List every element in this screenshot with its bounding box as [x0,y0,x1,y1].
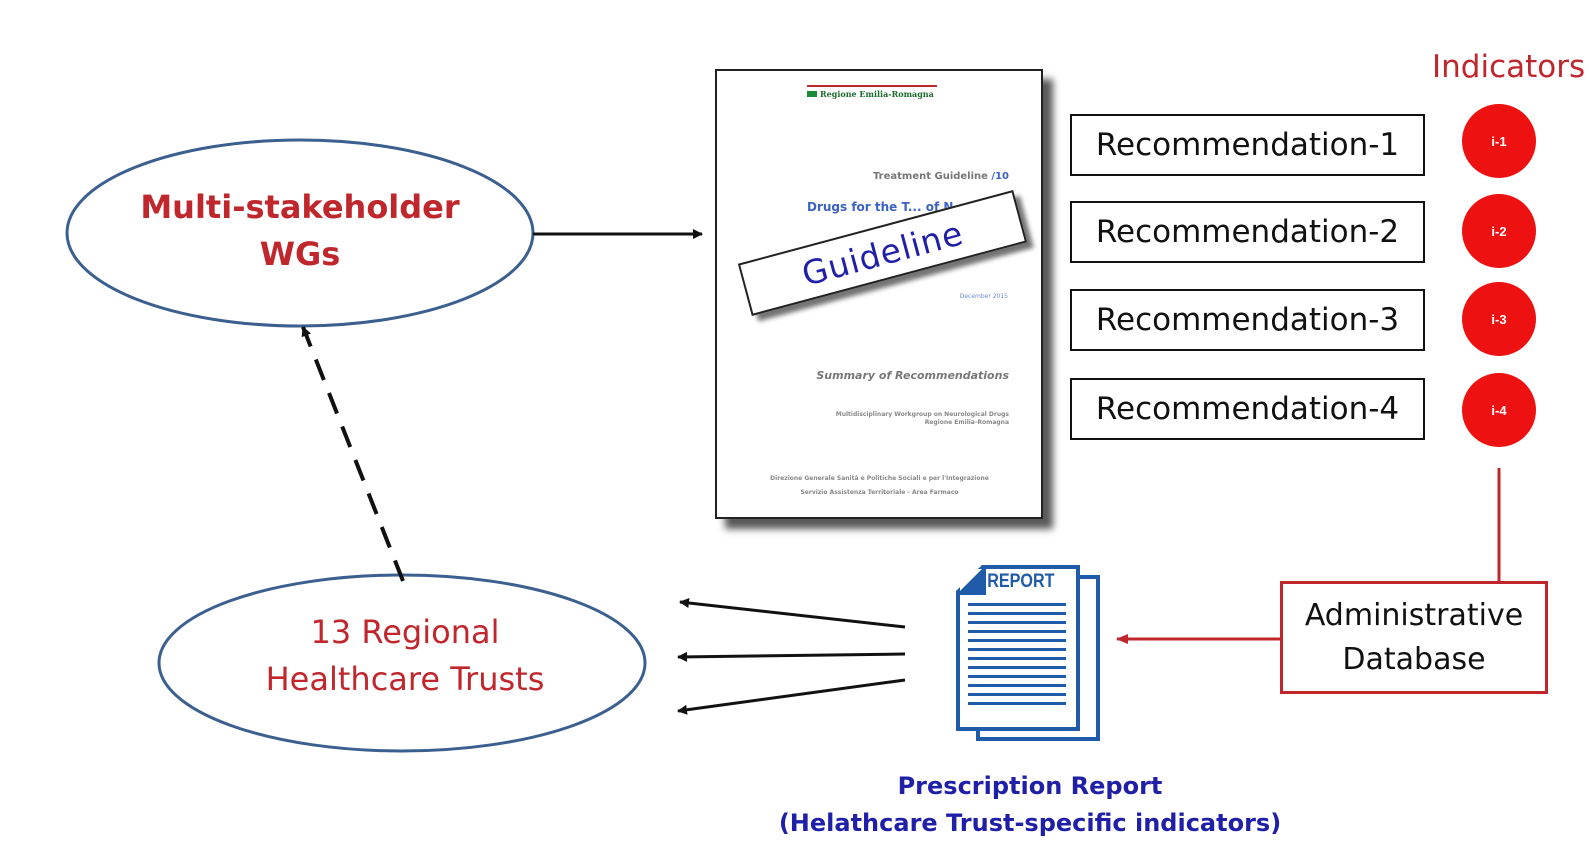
feedback-dashed-arrow [301,326,405,582]
administrative-database-label: Administrative Database [1304,597,1524,677]
indicator-circle: i-4 [1462,373,1536,447]
document-summary-heading: Summary of Recommendations [816,369,1009,382]
document-workgroup-line: Regione Emilia-Romagna [924,419,1009,426]
report-to-trusts-arrow-3 [677,678,906,715]
indicator-circle: i-1 [1462,104,1536,178]
report-to-trusts-arrow-2 [677,651,906,662]
document-workgroup-line: Multidisciplinary Workgroup on Neurologi… [835,411,1009,418]
recommendation-box: Recommendation-1 [1070,114,1425,176]
report-icon: REPORT [942,561,1112,751]
regional-trusts-label: 13 Regional Healthcare Trusts [265,613,545,698]
region-logo: Regione Emilia-Romagna [807,85,937,99]
document-title: Drugs for the T... of N... [807,200,968,214]
report-text-lines [968,603,1066,721]
report-caption-subtitle: (Helathcare Trust-specific indicators) [778,809,1282,837]
report-to-trusts-arrow-1 [679,598,906,629]
administrative-database-box: Administrative Database [1280,581,1548,694]
document-series-number: /10 [991,171,1009,182]
report-caption-title: Prescription Report [897,772,1163,800]
region-logo-text: Regione Emilia-Romagna [820,89,934,99]
document-directorate-line: Servizio Assistenza Territoriale - Area … [800,489,959,496]
recommendation-box: Recommendation-4 [1070,378,1425,440]
report-caption: Prescription Report (Helathcare Trust-sp… [700,768,1360,842]
document-date: December 2015 [959,293,1008,300]
region-flag-icon [807,91,817,97]
indicator-circle: i-2 [1462,194,1536,268]
document-series: Treatment Guideline /10 [873,171,1009,182]
recommendation-box: Recommendation-3 [1070,289,1425,351]
working-groups-label: Multi-stakeholder WGs [140,188,460,273]
recommendation-box: Recommendation-2 [1070,201,1425,263]
document-directorate-line: Direzione Generale Sanità e Politiche So… [770,475,989,482]
indicators-heading: Indicators [1432,49,1586,85]
document-series-label: Treatment Guideline [872,171,988,182]
report-icon-label: REPORT [987,571,1055,592]
indicator-circle: i-3 [1462,282,1536,356]
